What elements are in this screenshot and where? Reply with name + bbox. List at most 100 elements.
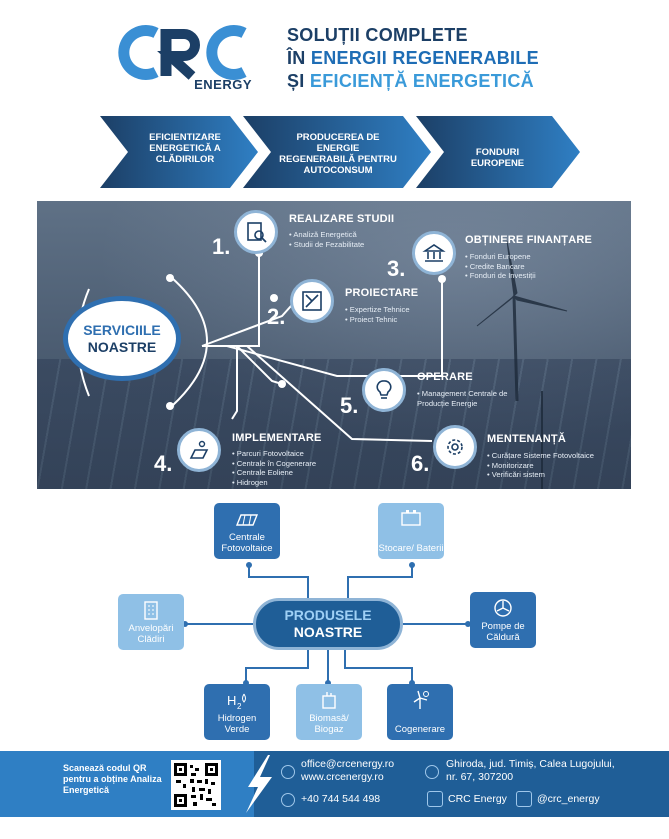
instagram-icon xyxy=(516,791,532,807)
service-point: Studii de Fezabilitate xyxy=(289,240,365,250)
service-point: Proiect Tehnic xyxy=(345,315,410,325)
crc-energy-logo: ENERGY xyxy=(112,25,262,95)
product-heat-pump: Pompe de Căldură xyxy=(470,592,536,648)
website-link[interactable]: www.crcenergy.ro xyxy=(301,771,384,783)
service-point: Fonduri Europene xyxy=(465,252,536,262)
solar-panel-icon xyxy=(235,514,259,526)
arrow-banner: EFICIENTIZARE ENERGETICĂ A CLĂDIRILOR PR… xyxy=(100,116,580,188)
product-building-envelope: Anvelopări Clădiri xyxy=(118,594,184,650)
phone-icon xyxy=(281,793,295,807)
service-list-1: Analiză Energetică Studii de Fezabilitat… xyxy=(289,230,364,249)
banner-arrow-3 xyxy=(416,116,580,188)
qr-code-icon xyxy=(174,763,218,807)
location-icon xyxy=(425,765,439,779)
service-point: Management Centrale de Producție Energie xyxy=(417,389,517,408)
product-biomass: Biomasă/ Biogaz xyxy=(296,684,362,740)
svg-text:H: H xyxy=(227,693,236,708)
service-point: Fonduri de Investiții xyxy=(465,271,536,281)
service-number-6: 6. xyxy=(411,451,430,476)
product-label: Biomasă/ Biogaz xyxy=(309,713,349,735)
headline-line-3-main: EFICIENȚĂ ENERGETICĂ xyxy=(309,71,534,91)
battery-icon xyxy=(401,510,421,526)
service-number-4: 4. xyxy=(154,451,173,476)
building-icon xyxy=(144,601,158,620)
products-title-line-2: NOASTRE xyxy=(293,624,363,640)
services-title-circle: SERVICIILE NOASTRE xyxy=(63,296,181,381)
products-title-line-1: PRODUSELE xyxy=(284,607,372,623)
product-photovoltaic: Centrale Fotovoltaice xyxy=(214,503,280,559)
service-point: Curățare Sisteme Fotovoltaice xyxy=(487,451,594,461)
footer: Scanează codul QR pentru a obține Analiz… xyxy=(0,751,669,817)
qr-caption: Scanează codul QR pentru a obține Analiz… xyxy=(63,763,162,795)
products-connector-lines xyxy=(182,562,471,686)
service-point: Expertize Tehnice xyxy=(345,305,410,315)
footer-contact-panel xyxy=(254,751,669,817)
service-point: Centrale în Cogenerare xyxy=(232,459,316,469)
headline-line-2-prefix: ÎN xyxy=(287,48,306,68)
headline-line-3: ȘI EFICIENȚĂ ENERGETICĂ xyxy=(287,70,539,93)
banner-label-3: FONDURI EUROPENE xyxy=(470,147,525,169)
biomass-icon xyxy=(322,692,336,709)
service-list-6: Curățare Sisteme Fotovoltaice Monitoriza… xyxy=(487,451,594,480)
product-cogeneration: Cogenerare xyxy=(387,684,453,740)
phone-link[interactable]: +40 744 544 498 xyxy=(301,793,381,805)
service-list-4: Parcuri Fotovoltaice Centrale în Cogener… xyxy=(232,449,316,487)
facebook-icon xyxy=(427,791,443,807)
headline-line-3-prefix: ȘI xyxy=(287,71,305,91)
banner-label-2: PRODUCEREA DE ENERGIE REGENERABILĂ PENTR… xyxy=(279,132,397,176)
study-icon xyxy=(234,210,278,254)
service-point: Monitorizare xyxy=(487,461,594,471)
banner-arrow-1 xyxy=(100,116,258,188)
services-panel: SERVICIILE NOASTRE 1. REALIZARE STUDII A… xyxy=(37,201,631,489)
service-title-3: OBȚINERE FINANȚARE xyxy=(465,234,593,246)
services-title-line-1: SERVICIILE xyxy=(83,321,161,338)
service-title-4: IMPLEMENTARE xyxy=(232,432,322,444)
logo-subtitle: ENERGY xyxy=(194,77,252,92)
service-list-5: Management Centrale de Producție Energie xyxy=(417,389,517,408)
instagram-link[interactable]: @crc_energy xyxy=(537,793,600,805)
svg-text:2: 2 xyxy=(237,702,242,710)
banner-arrow-2 xyxy=(243,116,431,188)
address-text: Ghiroda, jud. Timiș, Calea Lugojului, nr… xyxy=(446,758,615,783)
logo-mark-icon xyxy=(118,25,247,80)
service-number-5: 5. xyxy=(340,393,359,418)
headline-line-2: ÎN ENERGII REGENERABILE xyxy=(287,47,539,70)
product-label: Cogenerare xyxy=(394,724,446,735)
qr-code[interactable] xyxy=(171,760,221,810)
design-icon xyxy=(290,279,334,323)
product-label: Pompe de Căldură xyxy=(481,621,525,643)
lightning-bolt-icon xyxy=(246,755,272,813)
headline-line-2-main: ENERGII REGENERABILE xyxy=(310,48,539,68)
service-point: Centrale Eoliene xyxy=(232,468,316,478)
product-label: Stocare/ Baterii xyxy=(378,543,444,554)
service-title-1: REALIZARE STUDII xyxy=(289,213,395,225)
service-point: Analiză Energetică xyxy=(289,230,364,240)
service-point: Verificări sistem xyxy=(487,470,594,480)
product-label: Centrale Fotovoltaice xyxy=(221,532,273,554)
product-storage: Stocare/ Baterii xyxy=(378,503,444,559)
solar-implementation-icon xyxy=(177,428,221,472)
headline-line-1: SOLUȚII COMPLETE xyxy=(287,25,468,45)
product-label: Hidrogen Verde xyxy=(217,713,257,735)
email-icon xyxy=(281,765,295,779)
turbine-icon xyxy=(413,690,429,709)
service-number-1: 1. xyxy=(212,234,231,259)
services-title-line-2: NOASTRE xyxy=(87,338,157,355)
service-list-3: Fonduri Europene Credite Bancare Fonduri… xyxy=(465,252,536,281)
email-link[interactable]: office@crcenergy.ro xyxy=(301,758,395,770)
service-number-3: 3. xyxy=(387,256,406,281)
banner-label-1: EFICIENTIZARE ENERGETICĂ A CLĂDIRILOR xyxy=(149,132,221,165)
service-title-5: OPERARE xyxy=(417,371,473,383)
service-number-2: 2. xyxy=(267,304,286,329)
headline: SOLUȚII COMPLETE ÎN ENERGII REGENERABILE… xyxy=(287,24,539,93)
product-label: Anvelopări Clădiri xyxy=(128,623,174,645)
service-title-6: MENTENANȚĂ xyxy=(487,433,566,445)
finance-icon xyxy=(412,231,456,275)
fan-icon xyxy=(494,599,512,617)
products-title-pill: PRODUSELE NOASTRE xyxy=(253,598,403,650)
facebook-link[interactable]: CRC Energy xyxy=(448,793,507,805)
service-point: Parcuri Fotovoltaice xyxy=(232,449,316,459)
service-point: Credite Bancare xyxy=(465,262,536,272)
